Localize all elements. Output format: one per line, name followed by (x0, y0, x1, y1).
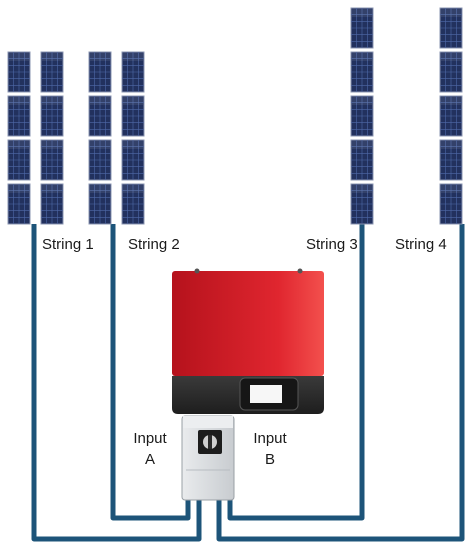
dc-disconnect-box (181, 415, 235, 501)
input-b-line1: Input (253, 430, 287, 447)
solar-panel-icon (7, 95, 31, 137)
string-2-label: String 2 (128, 236, 180, 253)
solar-panel-icon (40, 139, 64, 181)
string-3-label: String 3 (306, 236, 358, 253)
string-1-label: String 1 (42, 236, 94, 253)
solar-panel-arrays (7, 7, 463, 225)
display-screen-icon (250, 385, 282, 403)
solar-panel-icon (7, 183, 31, 225)
input-a-line1: Input (133, 430, 167, 447)
solar-panel-icon (350, 51, 374, 93)
string-4-label: String 4 (395, 236, 447, 253)
string-1-cable (31, 224, 202, 542)
solar-panel-icon (88, 183, 112, 225)
solar-panel-icon (350, 95, 374, 137)
solar-panel-icon (350, 139, 374, 181)
solar-panel-icon (439, 51, 463, 93)
string-4-cable (216, 224, 465, 542)
solar-panel-icon (439, 95, 463, 137)
solar-panel-icon (121, 95, 145, 137)
solar-panel-icon (40, 51, 64, 93)
solar-panel-icon (121, 139, 145, 181)
solar-panel-icon (88, 95, 112, 137)
solar-panel-icon (121, 183, 145, 225)
input-a-line2: A (144, 451, 155, 468)
solar-panel-icon (439, 7, 463, 49)
string-3-cable (227, 224, 365, 521)
solar-panel-icon (7, 139, 31, 181)
input-b-label: Input B (248, 428, 292, 470)
solar-panel-icon (40, 183, 64, 225)
input-a-label: Input A (128, 428, 172, 470)
solar-panel-icon (121, 51, 145, 93)
solar-panel-icon (439, 183, 463, 225)
inverter-red-housing (172, 271, 324, 376)
solar-panel-icon (7, 51, 31, 93)
solar-panel-icon (350, 183, 374, 225)
solar-panel-icon (40, 95, 64, 137)
inverter-icon (172, 268, 324, 414)
solar-panel-icon (88, 139, 112, 181)
solar-panel-icon (88, 51, 112, 93)
solar-panel-icon (350, 7, 374, 49)
input-b-line2: B (264, 451, 275, 468)
solar-panel-icon (439, 139, 463, 181)
string-2-cable (110, 224, 191, 521)
